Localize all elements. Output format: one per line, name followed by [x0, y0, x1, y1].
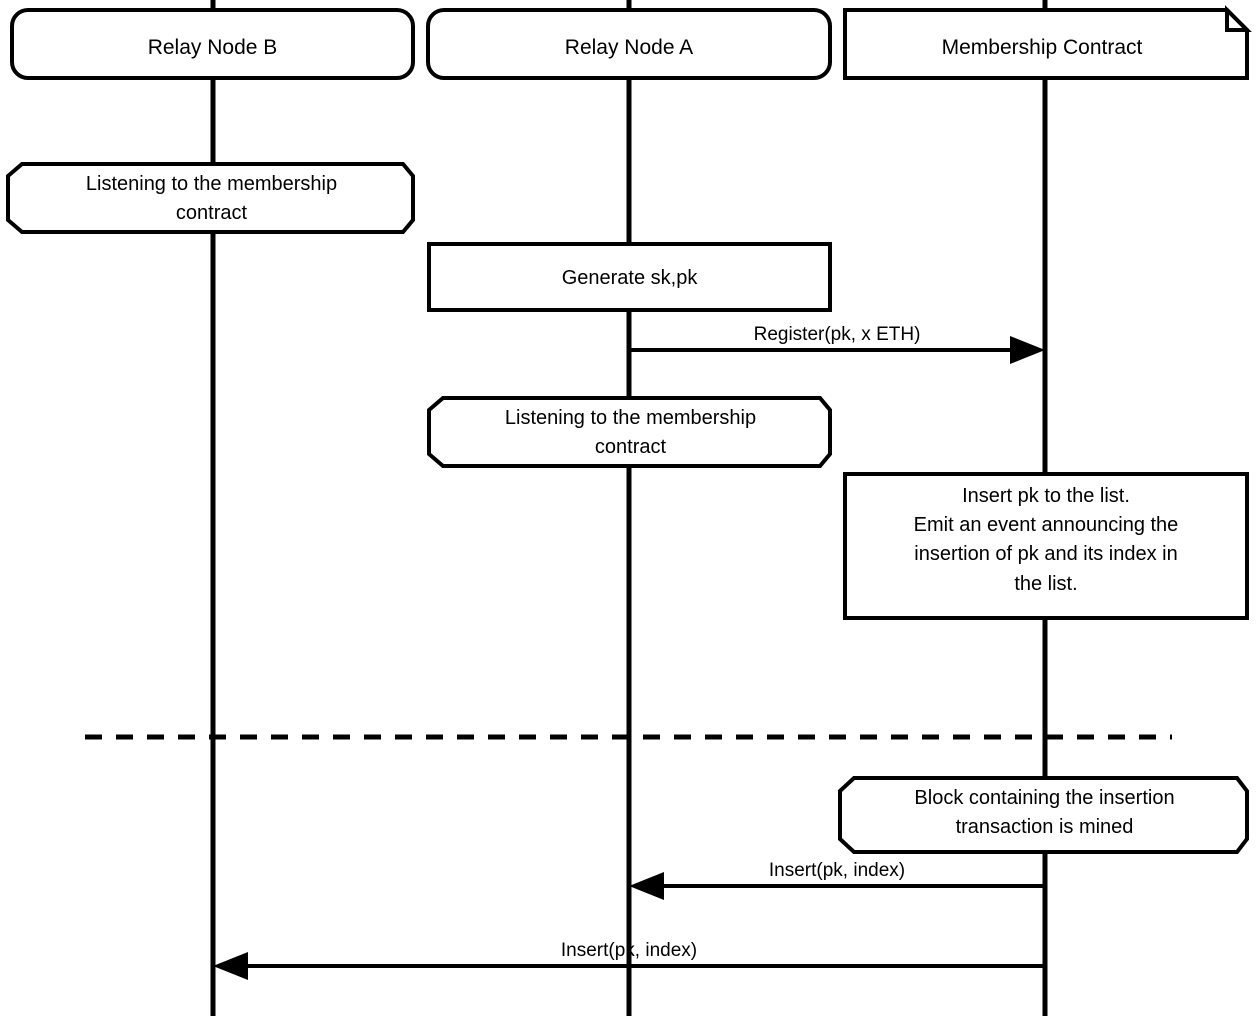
arrowhead-left-insert-to-b [213, 952, 248, 980]
note-label-relay-b-listening: Listening to the membership contract [85, 173, 338, 225]
participant-box-relay-node-a[interactable] [426, 8, 832, 80]
message-label-insert-to-b: Insert(pk, index) [560, 940, 698, 961]
activity-box-insert-pk[interactable] [843, 472, 1249, 620]
activity-label-generate-keys: Generate sk,pk [561, 267, 698, 289]
message-label-insert-to-a: Insert(pk, index) [768, 860, 906, 881]
note-shape-relay-a-listening[interactable] [427, 396, 832, 468]
note-label-block-mined: Block containing the insertion transacti… [914, 787, 1175, 839]
participant-label-membership-contract: Membership Contract [941, 36, 1143, 59]
arrowhead-right-register [1010, 336, 1045, 364]
activity-box-generate-keys[interactable] [427, 242, 832, 312]
note-label-relay-a-listening: Listening to the membership contract [504, 407, 757, 459]
arrowhead-left-insert-to-a [629, 872, 664, 900]
activity-label-insert-pk: Insert pk to the list. Emit an event ann… [913, 485, 1179, 595]
participant-label-relay-node-b: Relay Node B [147, 36, 278, 59]
note-shape-block-mined[interactable] [838, 776, 1249, 854]
message-label-register: Register(pk, x ETH) [753, 324, 921, 345]
participant-box-relay-node-b[interactable] [10, 8, 415, 80]
folded-corner-icon [1225, 5, 1252, 32]
participant-label-relay-node-a: Relay Node A [564, 36, 694, 59]
participant-box-membership-contract[interactable] [843, 8, 1249, 80]
note-shape-relay-b-listening[interactable] [6, 162, 415, 234]
